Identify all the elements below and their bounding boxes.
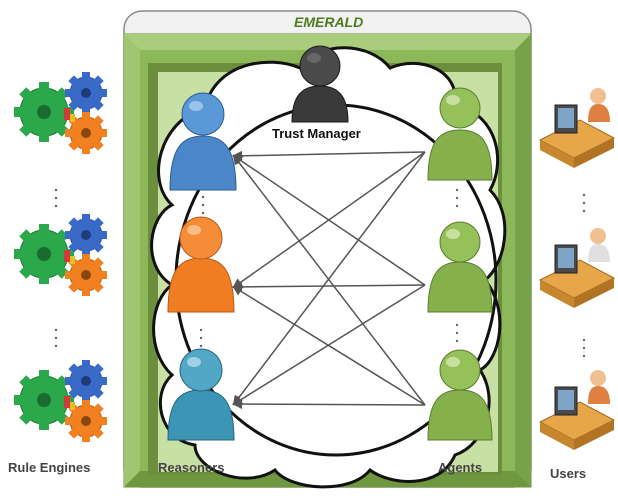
agents-label: Agents	[438, 460, 483, 475]
users-label: Users	[550, 466, 587, 481]
arrow-a1-r2	[232, 151, 426, 289]
trust-manager-person-icon	[291, 45, 349, 123]
user-3-workstation-icon	[538, 370, 616, 450]
rule-engine-1-gear-icon	[14, 72, 107, 154]
arrow-a3-r3	[232, 399, 426, 410]
arrow-a1-r3	[232, 151, 426, 406]
rule-engine-3-gear-icon	[14, 360, 107, 442]
arrow-a1-r1	[232, 150, 426, 161]
rule-engines-label: Rule Engines	[8, 460, 91, 475]
reasoner-orange-person-icon	[167, 216, 235, 313]
reasoner-blue-person-icon	[169, 92, 237, 191]
ellipsis-dots	[54, 188, 586, 358]
arrow-a2-r2	[232, 281, 426, 292]
reasoner-teal-person-icon	[167, 348, 235, 441]
connection-arrows	[232, 150, 426, 410]
arrow-a2-r3	[232, 284, 426, 406]
reasoners-label: Reasoners	[158, 460, 225, 475]
user-1-workstation-icon	[538, 88, 616, 168]
arrow-a3-r2	[232, 285, 426, 406]
agent-2-person-icon	[427, 221, 493, 313]
arrow-a3-r1	[232, 154, 426, 406]
arrow-a2-r1	[232, 154, 426, 286]
emerald-title: EMERALD	[294, 14, 364, 30]
trust-manager-label: Trust Manager	[272, 126, 361, 141]
agent-3-person-icon	[427, 349, 493, 441]
agent-1-person-icon	[427, 87, 493, 181]
rule-engine-2-gear-icon	[14, 214, 107, 296]
user-2-workstation-icon	[538, 228, 616, 308]
